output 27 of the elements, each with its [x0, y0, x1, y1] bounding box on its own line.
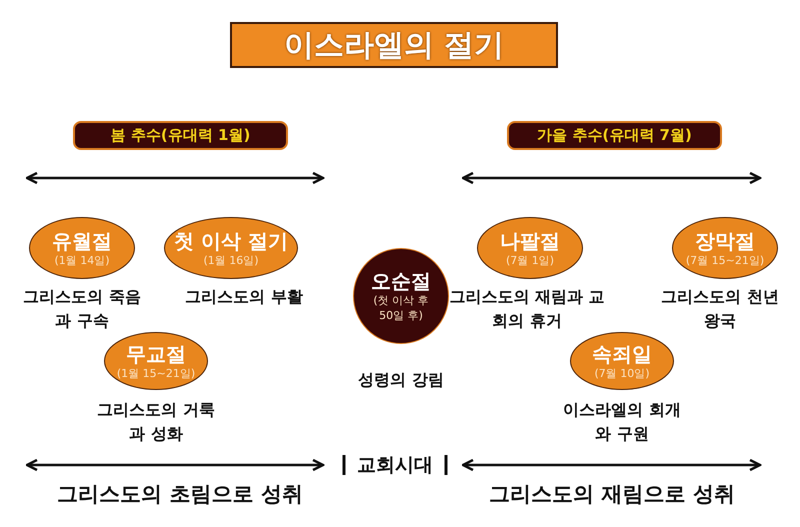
festival-name: 오순절 — [371, 269, 431, 293]
section-banner: 봄 추수(유대력 1월) — [73, 121, 288, 150]
meaning-text: 이스라엘의 회개와 구원 — [562, 399, 682, 445]
meaning-text: 성령의 강림 — [357, 369, 445, 391]
meaning-text: 그리스도의 천년왕국 — [660, 286, 780, 332]
festival-name: 속죄일 — [592, 342, 652, 366]
festival-name: 유월절 — [52, 228, 112, 252]
festival-date: (1월 14일) — [54, 252, 110, 268]
festival-date: (첫 이삭 후 50일 후) — [372, 293, 430, 323]
festival-date: (1월 16일) — [203, 252, 259, 268]
title-banner: 이스라엘의 절기 — [230, 22, 558, 68]
meaning-text: 그리스도의 거룩과 성화 — [96, 399, 216, 445]
section-banner: 가을 추수(유대력 7월) — [507, 121, 722, 150]
meaning-text: 그리스도의 재림과 교회의 휴거 — [448, 286, 606, 332]
fulfillment-text: 그리스도의 초림으로 성취 — [57, 481, 303, 508]
festival-name: 첫 이삭 절기 — [174, 228, 288, 252]
festival-name: 장막절 — [695, 228, 755, 252]
meaning-text: 그리스도의 죽음과 구속 — [22, 286, 142, 332]
era-label: 교회시대 — [357, 453, 433, 478]
meaning-text: 그리스도의 부활 — [184, 286, 304, 308]
festival-date: (7월 10일) — [594, 366, 650, 380]
festival-date: (1월 15~21일) — [116, 366, 196, 380]
festival-name: 무교절 — [126, 342, 186, 366]
festival-date: (7월 1일) — [506, 252, 554, 268]
festival-name: 나팔절 — [500, 228, 560, 252]
festival-date: (7월 15~21일) — [686, 252, 764, 268]
fulfillment-text: 그리스도의 재림으로 성취 — [489, 481, 735, 508]
